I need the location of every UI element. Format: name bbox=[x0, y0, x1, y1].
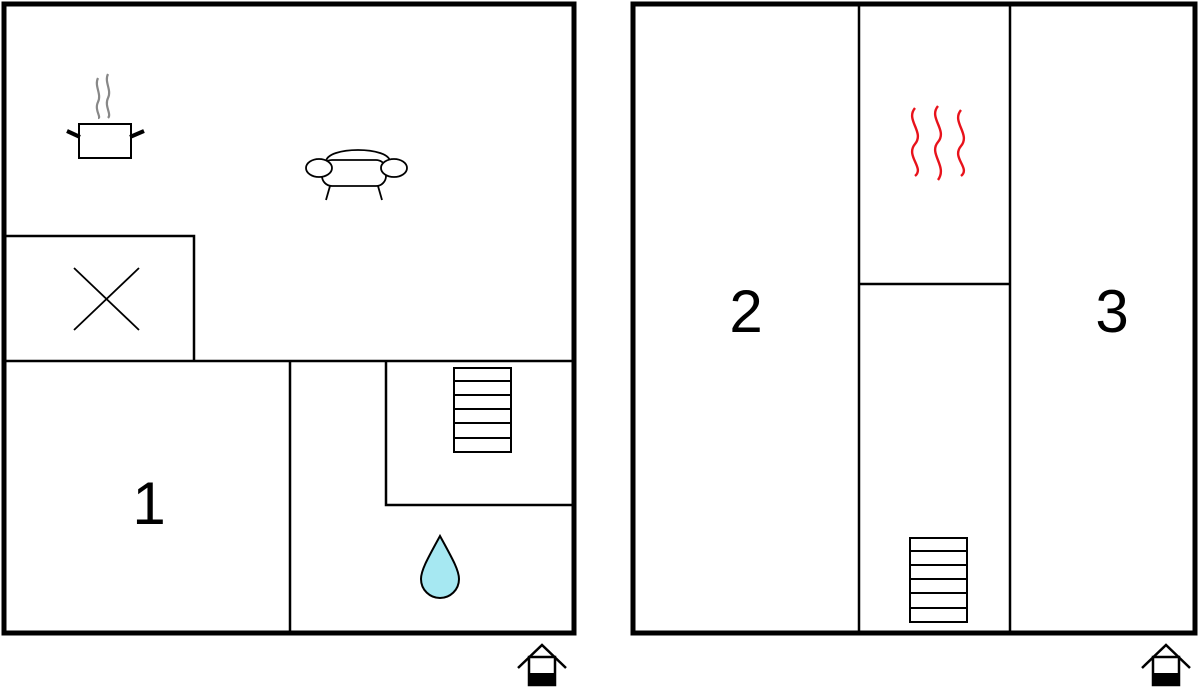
upper-floor-interior-walls bbox=[857, 4, 1012, 632]
upper-floor: 2 3 bbox=[630, 1, 1198, 687]
entrance-house-icon bbox=[1141, 643, 1191, 687]
room-number-1: 1 bbox=[132, 470, 165, 537]
upper-floor-outer-wall bbox=[630, 1, 1198, 636]
bathroom-drop-icon bbox=[419, 533, 461, 600]
ground-floor-outer-wall bbox=[1, 1, 577, 636]
entrance-house-icon bbox=[517, 643, 567, 687]
stairs-icon bbox=[453, 367, 512, 453]
ground-floor: 1 bbox=[1, 1, 577, 687]
stairs-icon bbox=[909, 537, 968, 623]
ground-floor-interior-walls bbox=[4, 234, 572, 632]
sofa-icon bbox=[305, 149, 408, 201]
void-cross-icon bbox=[73, 267, 140, 331]
kitchen-pot-icon bbox=[66, 73, 145, 159]
sauna-heat-icon bbox=[910, 105, 966, 181]
room-number-3: 3 bbox=[1095, 278, 1128, 345]
room-number-2: 2 bbox=[729, 278, 762, 345]
